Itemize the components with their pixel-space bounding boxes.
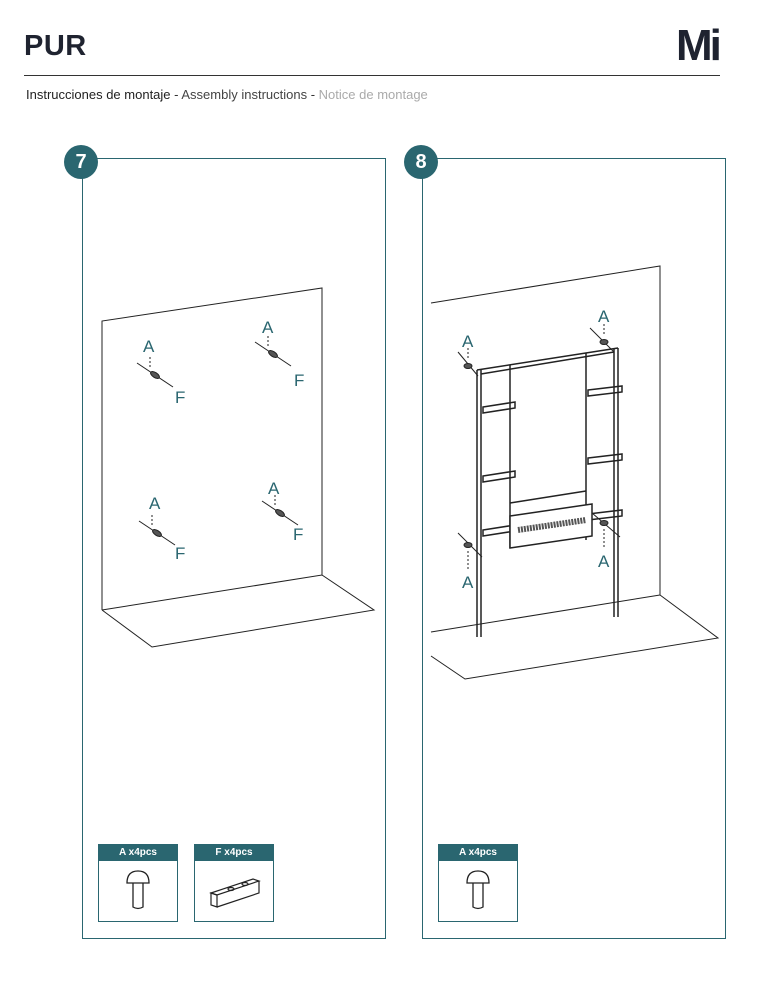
step-7-badge: 7 [64, 145, 98, 179]
brand-logo: Mi [676, 21, 722, 70]
callout-f: F [175, 544, 185, 563]
callout-a: A [598, 552, 610, 571]
part-label: A x4pcs [99, 845, 177, 861]
anchor-plug-icon [209, 878, 261, 908]
step-8-panel [422, 158, 726, 939]
screw-icon [126, 870, 150, 910]
step-7-panel [82, 158, 386, 939]
callout-f: F [175, 388, 185, 407]
part-box-f: F x4pcs [194, 844, 274, 922]
subtitle-fr: Notice de montage [318, 87, 428, 102]
part-box-a: A x4pcs [438, 844, 518, 922]
callout-a: A [462, 573, 474, 592]
callout-a: A [462, 332, 474, 351]
subtitle-en: Assembly instructions [181, 87, 308, 102]
step-8-callouts [457, 324, 621, 569]
separator: - [307, 87, 319, 102]
callout-f: F [294, 371, 304, 390]
step-8-badge: 8 [404, 145, 438, 179]
callout-a: A [143, 337, 155, 356]
header-divider [24, 75, 720, 76]
screw-icon [466, 870, 490, 910]
separator: - [170, 87, 182, 102]
subtitle: Instrucciones de montaje - Assembly inst… [26, 87, 428, 102]
step-8-furniture [476, 347, 623, 637]
step-8-wall-drawing [430, 265, 720, 680]
step-7-callouts [136, 336, 299, 546]
part-label: A x4pcs [439, 845, 517, 861]
step-7-wall-drawing [101, 287, 376, 648]
callout-f: F [293, 525, 303, 544]
part-label: F x4pcs [195, 845, 273, 861]
product-title: PUR [24, 30, 87, 62]
callout-a: A [268, 479, 280, 498]
subtitle-es: Instrucciones de montaje [26, 87, 171, 102]
callout-a: A [598, 307, 610, 326]
callout-a: A [262, 318, 274, 337]
callout-a: A [149, 494, 161, 513]
part-box-a: A x4pcs [98, 844, 178, 922]
